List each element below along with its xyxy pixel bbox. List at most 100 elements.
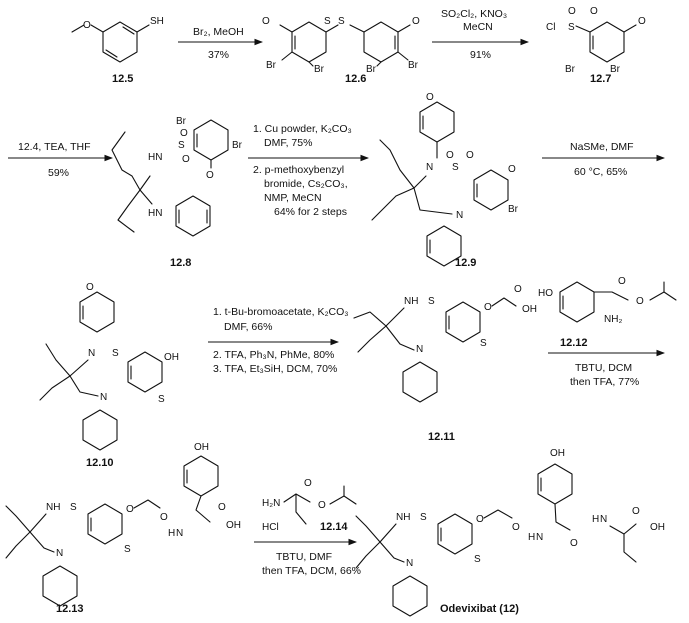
svg-text:OH: OH — [194, 442, 209, 453]
step6-line2: DMF, 66% — [224, 321, 272, 333]
svg-text:O: O — [446, 150, 454, 161]
svg-text:N: N — [88, 348, 95, 359]
molecule-12-13: NH S O O H N OH O OH S N — [5, 442, 241, 607]
step4-line1: 1. Cu powder, K₂CO₃ — [253, 123, 352, 135]
svg-text:O: O — [304, 478, 312, 489]
svg-text:NH: NH — [396, 512, 410, 523]
svg-text:O: O — [636, 296, 644, 307]
svg-text:H: H — [592, 514, 599, 525]
svg-text:O: O — [160, 512, 168, 523]
step4-line5: NMP, MeCN — [264, 192, 322, 204]
svg-text:Br: Br — [176, 116, 187, 127]
svg-text:S: S — [124, 544, 131, 555]
svg-text:Br: Br — [314, 64, 325, 75]
step6-line4: 3. TFA, Et₃SiH, DCM, 70% — [213, 363, 337, 375]
step6-line1: 1. t-Bu-bromoacetate, K₂CO₃ — [213, 306, 349, 318]
svg-text:S: S — [568, 22, 575, 33]
step4-line3: 2. p-methoxybenzyl — [253, 164, 344, 176]
molecule-12-12: HO O O NH₂ — [538, 276, 677, 325]
molecule-12-6: S S O O Br Br Br Br — [262, 16, 420, 75]
svg-text:Cl: Cl — [546, 22, 555, 33]
svg-text:S: S — [324, 16, 331, 27]
svg-text:S: S — [178, 140, 185, 151]
svg-text:O: O — [512, 522, 520, 533]
molecule-12-8: Br Br O S O O HN HN — [111, 116, 243, 237]
step8-line2: then TFA, DCM, 66% — [262, 565, 361, 577]
svg-text:O: O — [318, 500, 326, 511]
compound-label-12-12: 12.12 — [560, 337, 588, 349]
molecule-12-9: O N S O O O Br N — [371, 92, 519, 267]
svg-text:Br: Br — [266, 60, 277, 71]
step5-cond: 60 °C, 65% — [574, 166, 627, 178]
step8-line1: TBTU, DMF — [276, 551, 332, 563]
svg-text:Br: Br — [366, 64, 377, 75]
svg-text:S: S — [158, 394, 165, 405]
svg-text:S: S — [420, 512, 427, 523]
step3-yield: 59% — [48, 167, 69, 179]
svg-text:S: S — [428, 296, 435, 307]
svg-text:N: N — [406, 558, 413, 569]
step2-solvent: MeCN — [463, 21, 493, 33]
svg-text:O: O — [590, 6, 598, 17]
svg-text:S: S — [338, 16, 345, 27]
svg-text:O: O — [182, 154, 190, 165]
molecule-12-5: SH O — [71, 16, 164, 63]
svg-text:O: O — [568, 6, 576, 17]
svg-text:O: O — [206, 170, 214, 181]
svg-text:Br: Br — [232, 140, 243, 151]
compound-label-12-14: 12.14 — [320, 521, 348, 533]
molecule-odevixibat: NH S O O H N OH O H N O OH S N — [355, 448, 665, 617]
step1-reagents: Br₂, MeOH — [193, 26, 244, 38]
svg-text:OH: OH — [226, 520, 241, 531]
svg-text:N: N — [456, 210, 463, 221]
svg-text:O: O — [180, 128, 188, 139]
svg-text:HO: HO — [538, 288, 553, 299]
compound-label-12-13: 12.13 — [56, 603, 84, 615]
compound-label-12-9: 12.9 — [455, 257, 476, 269]
svg-text:O: O — [618, 276, 626, 287]
svg-text:OH: OH — [522, 304, 537, 315]
svg-text:O: O — [83, 20, 91, 31]
svg-text:O: O — [412, 16, 420, 27]
svg-text:NH: NH — [404, 296, 418, 307]
svg-text:HN: HN — [148, 152, 162, 163]
svg-text:N: N — [426, 162, 433, 173]
svg-text:S: S — [70, 502, 77, 513]
step3-reagents: 12.4, TEA, THF — [18, 141, 91, 153]
step7-line2: then TFA, 77% — [570, 376, 639, 388]
compound-label-12-7: 12.7 — [590, 73, 611, 85]
svg-text:HCl: HCl — [262, 522, 279, 533]
svg-text:N: N — [176, 528, 183, 539]
molecule-12-7: S O O Cl O Br Br — [546, 6, 646, 75]
svg-text:O: O — [262, 16, 270, 27]
svg-text:N: N — [600, 514, 607, 525]
svg-text:Br: Br — [508, 204, 519, 215]
svg-text:NH₂: NH₂ — [604, 314, 622, 325]
svg-text:O: O — [466, 150, 474, 161]
svg-text:O: O — [126, 504, 134, 515]
step5-reagents: NaSMe, DMF — [570, 141, 634, 153]
svg-text:OH: OH — [650, 522, 665, 533]
svg-text:O: O — [86, 282, 94, 293]
svg-text:H: H — [528, 532, 535, 543]
molecule-12-11: NH S O O OH S N — [353, 284, 537, 403]
step2-yield: 91% — [470, 49, 491, 61]
molecule-12-14: H₂N O O HCl — [262, 478, 357, 533]
step4-line6: 64% for 2 steps — [274, 206, 347, 218]
svg-text:O: O — [218, 502, 226, 513]
svg-text:OH: OH — [550, 448, 565, 459]
svg-text:OH: OH — [164, 352, 179, 363]
step4-line2: DMF, 75% — [264, 137, 312, 149]
compound-label-12-5: 12.5 — [112, 73, 133, 85]
svg-text:S: S — [452, 162, 459, 173]
svg-text:N: N — [536, 532, 543, 543]
step2-reagents: SO₂Cl₂, KNO₃ — [441, 8, 507, 20]
svg-text:O: O — [514, 284, 522, 295]
step7-line1: TBTU, DCM — [575, 362, 632, 374]
compound-label-12-10: 12.10 — [86, 457, 114, 469]
compound-label-12-11: 12.11 — [428, 431, 455, 443]
svg-text:O: O — [632, 506, 640, 517]
step4-line4: bromide, Cs₂CO₃, — [264, 178, 348, 190]
svg-text:H₂N: H₂N — [262, 498, 280, 509]
